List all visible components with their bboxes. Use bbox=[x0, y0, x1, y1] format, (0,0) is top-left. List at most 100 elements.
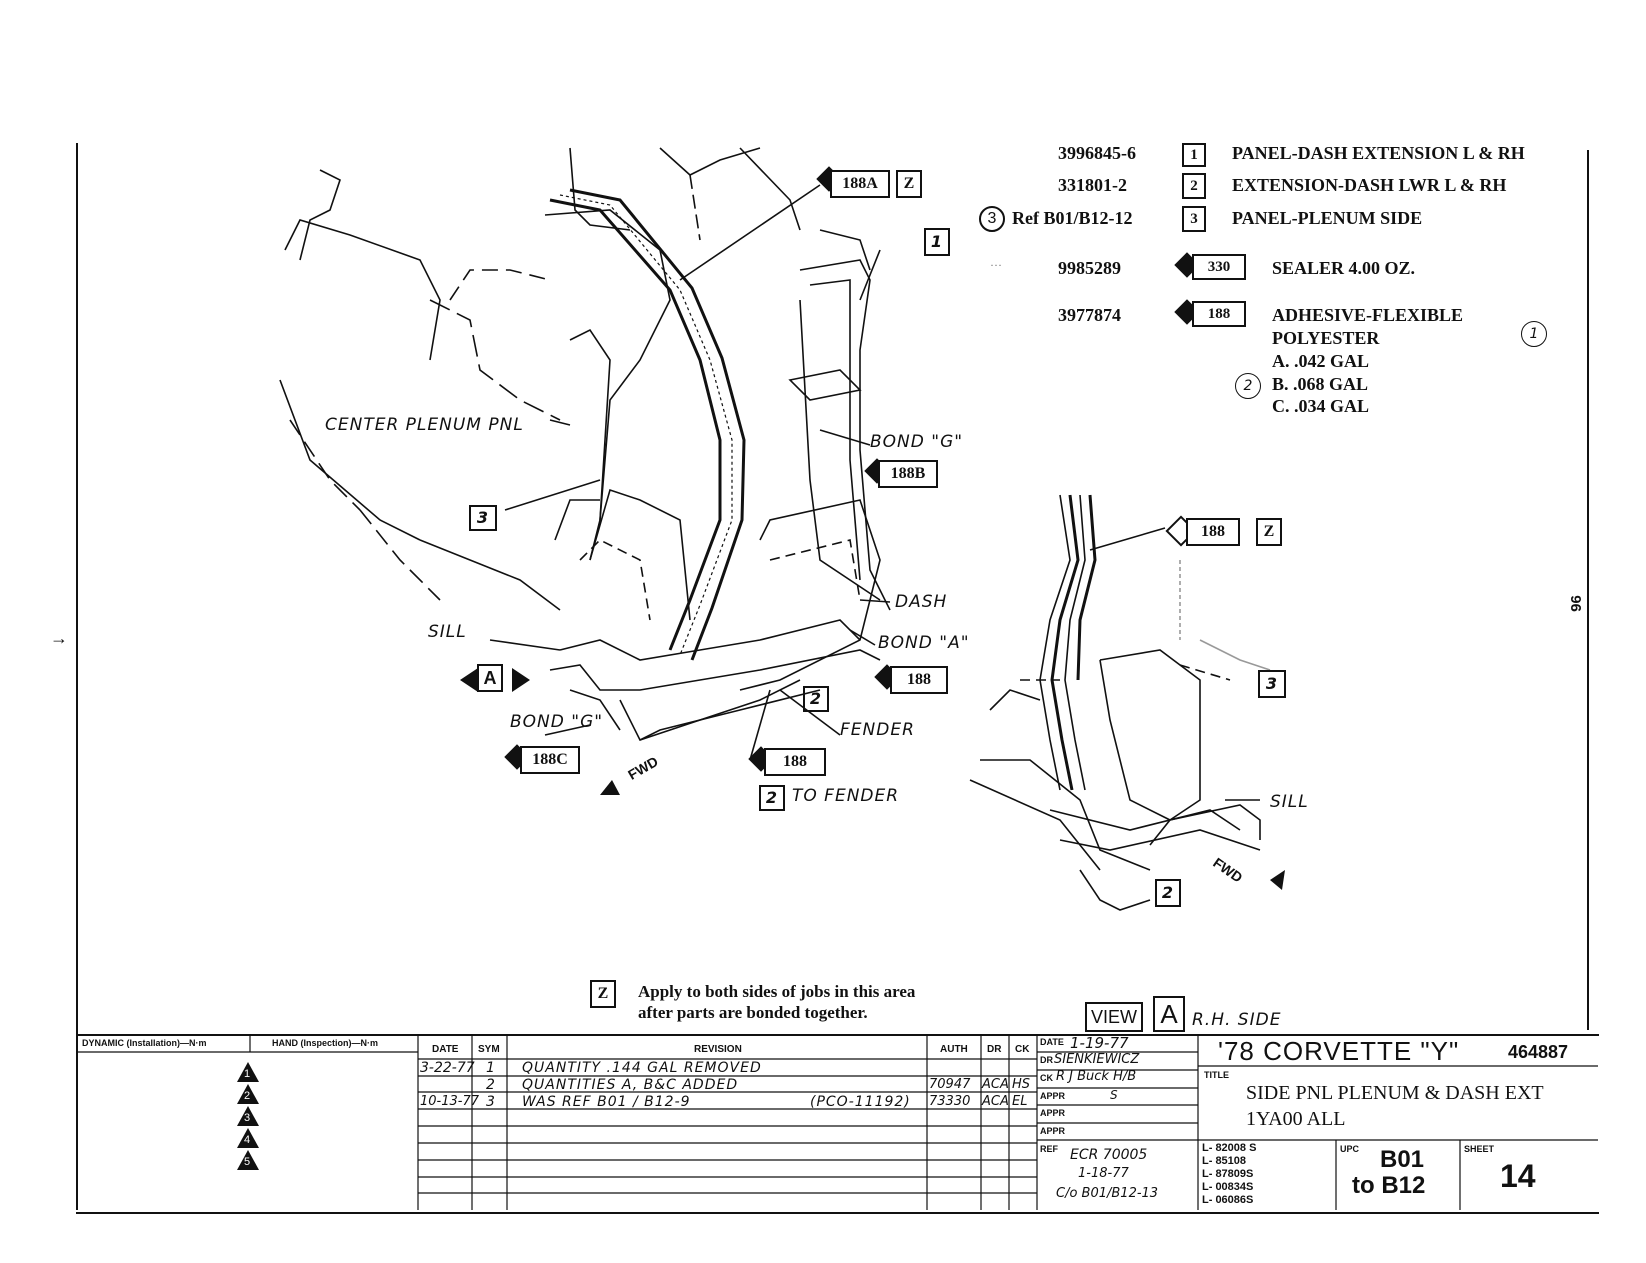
view-arrow-icon bbox=[512, 668, 530, 692]
part-description-2: POLYESTER bbox=[1272, 328, 1380, 348]
note-z-box: Z bbox=[590, 980, 616, 1008]
sheet-label: SHEET bbox=[1464, 1144, 1495, 1154]
callout-z: Z bbox=[1256, 518, 1282, 546]
col-ck: CK bbox=[1015, 1044, 1030, 1055]
title-label: TITLE bbox=[1204, 1070, 1229, 1080]
date-value: 1-19-77 bbox=[1070, 1034, 1129, 1052]
callout-188: 188 bbox=[890, 666, 948, 694]
part-number: 3977874 bbox=[1058, 305, 1121, 325]
part-number: 9985289 bbox=[1058, 258, 1121, 278]
drawing-subtitle: 1YA00 ALL bbox=[1246, 1108, 1346, 1130]
item-number: 2 bbox=[1182, 173, 1206, 199]
dr-label: DR bbox=[1040, 1055, 1053, 1065]
callout-item-1: 1 bbox=[924, 228, 950, 256]
title-block bbox=[76, 1034, 1599, 1214]
ck-value: R J Buck H/B bbox=[1056, 1069, 1137, 1084]
callout-item-3: 3 bbox=[469, 505, 497, 531]
part-description: EXTENSION-DASH LWR L & RH bbox=[1232, 175, 1507, 195]
bond-g-label: BOND "G" bbox=[510, 712, 604, 732]
code: L- 82008 S bbox=[1202, 1142, 1257, 1154]
to-fender-label: TO FENDER bbox=[792, 786, 900, 806]
col-dr: DR bbox=[987, 1044, 1002, 1055]
rev-sym: 2 bbox=[486, 1077, 495, 1093]
rev-auth: 73330 bbox=[929, 1094, 971, 1109]
appr-label: APPR bbox=[1040, 1091, 1066, 1101]
part-description: PANEL-PLENUM SIDE bbox=[1232, 208, 1423, 228]
model-name: '78 CORVETTE "Y" bbox=[1218, 1036, 1460, 1066]
callout-z: Z bbox=[896, 170, 922, 198]
item-number: 1 bbox=[1182, 143, 1206, 167]
dash-label: DASH bbox=[895, 592, 948, 612]
rev-sym: 3 bbox=[486, 1094, 495, 1110]
rev-ck: HS bbox=[1012, 1077, 1031, 1092]
part-description: ADHESIVE-FLEXIBLE bbox=[1272, 305, 1464, 325]
part-number: Ref B01/B12-12 bbox=[1012, 208, 1133, 228]
item-number: 3 bbox=[1182, 206, 1206, 232]
triangle-icon bbox=[237, 1062, 259, 1082]
triangle-icon bbox=[237, 1084, 259, 1104]
left-arrow-mark: → bbox=[50, 628, 68, 648]
faint-mark: ··· bbox=[990, 258, 1002, 272]
frame-left bbox=[76, 143, 78, 1210]
upc-label: UPC bbox=[1340, 1144, 1360, 1154]
bond-a-label: BOND "A" bbox=[878, 633, 970, 653]
quantity-c: C. .034 GAL bbox=[1272, 396, 1370, 416]
frame-right bbox=[1587, 150, 1589, 1030]
rev-text: QUANTITY .144 GAL REMOVED bbox=[522, 1060, 762, 1076]
view-arrow-icon bbox=[460, 668, 478, 692]
drawing-title: SIDE PNL PLENUM & DASH EXT bbox=[1246, 1082, 1544, 1104]
torque-hand-header: HAND (Inspection)—N·m bbox=[272, 1038, 378, 1048]
fwd-arrow-icon bbox=[600, 780, 620, 795]
date-label: DATE bbox=[1040, 1037, 1064, 1047]
ref-line-1: ECR 70005 bbox=[1070, 1147, 1148, 1163]
col-revision: REVISION bbox=[694, 1044, 742, 1055]
body-outline bbox=[299, 169, 341, 261]
quantity-b: B. .068 GAL bbox=[1272, 374, 1369, 394]
view-letter: A bbox=[1153, 996, 1185, 1032]
bond-g-label: BOND "G" bbox=[870, 432, 964, 452]
code-list: L- 82008 S L- 85108 L- 87809S L- 00834S … bbox=[1202, 1142, 1256, 1207]
fender-label: FENDER bbox=[840, 720, 915, 740]
rh-side-label: R.H. SIDE bbox=[1192, 1010, 1282, 1030]
ref-line-3: C/o B01/B12-13 bbox=[1056, 1186, 1159, 1201]
col-auth: AUTH bbox=[940, 1044, 968, 1055]
rev-dr: ACA bbox=[982, 1077, 1009, 1092]
to-fender-item: 2 bbox=[759, 785, 785, 811]
appr-value: S bbox=[1110, 1088, 1118, 1102]
ck-label: CK bbox=[1040, 1073, 1053, 1083]
rev-date: 10-13-77 bbox=[420, 1094, 480, 1109]
callout-188c: 188C bbox=[520, 746, 580, 774]
leader-188a bbox=[679, 184, 821, 281]
code: L- 85108 bbox=[1202, 1155, 1247, 1167]
upc-to: to B12 bbox=[1352, 1172, 1426, 1199]
rev-auth: 70947 bbox=[929, 1077, 971, 1092]
triangle-icon bbox=[237, 1150, 259, 1170]
revision-circle: 1 bbox=[1521, 321, 1547, 347]
sill-label: SILL bbox=[1270, 792, 1309, 812]
rev-text: QUANTITIES A, B&C ADDED bbox=[522, 1077, 739, 1093]
part-description: SEALER 4.00 OZ. bbox=[1272, 258, 1416, 278]
part-number: 3996845-6 bbox=[1058, 143, 1136, 163]
triangle-icon bbox=[237, 1106, 259, 1126]
callout-item-3: 3 bbox=[1258, 670, 1286, 698]
sill-label: SILL bbox=[428, 622, 467, 642]
rev-dr: ACA bbox=[982, 1094, 1009, 1109]
callout-188b: 188B bbox=[878, 460, 938, 488]
view-a-marker: A bbox=[477, 664, 503, 692]
revision-circle: 2 bbox=[1235, 373, 1261, 399]
rev-pco: (PCO-11192) bbox=[810, 1094, 911, 1110]
part-description: PANEL-DASH EXTENSION L & RH bbox=[1232, 143, 1525, 163]
triangle-icon bbox=[237, 1128, 259, 1148]
revision-circle: 3 bbox=[979, 206, 1005, 232]
rev-text: WAS REF B01 / B12-9 bbox=[522, 1094, 691, 1110]
code: L- 06086S bbox=[1202, 1194, 1254, 1206]
col-sym: SYM bbox=[478, 1044, 500, 1055]
torque-dynamic-header: DYNAMIC (Installation)—N·m bbox=[82, 1038, 207, 1048]
appr-label: APPR bbox=[1040, 1126, 1066, 1136]
fwd-arrow-icon bbox=[1270, 870, 1285, 890]
callout-188a: 188A bbox=[830, 170, 890, 198]
drawing-number: 464887 bbox=[1508, 1042, 1569, 1062]
rev-ck: EL bbox=[1012, 1094, 1028, 1109]
